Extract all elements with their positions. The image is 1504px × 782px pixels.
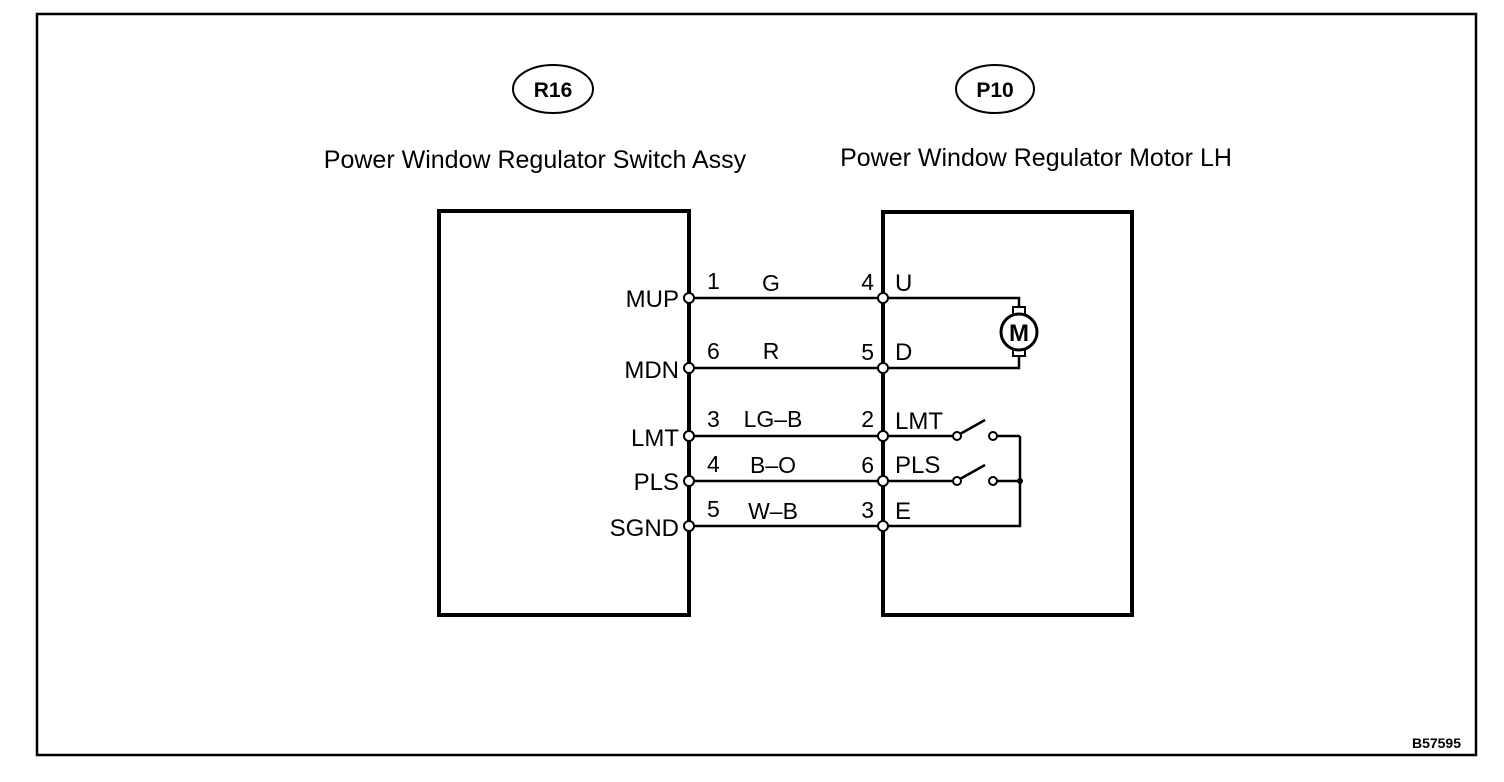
figure-code: B57595: [1412, 735, 1461, 751]
ground-return: [883, 436, 1023, 528]
terminals-right: [877, 292, 889, 532]
pin-name-lmt: LMT: [631, 425, 679, 452]
pin-name-mup: MUP: [626, 286, 679, 313]
wire-color: W–B: [748, 498, 798, 524]
motor-label: M: [1009, 320, 1029, 347]
pin-number: 5: [707, 496, 720, 522]
connector-id-left: R16: [534, 79, 573, 102]
pulse-switch: [883, 463, 1020, 486]
motor-box: [881, 210, 1134, 617]
wire-colors: G R LG–B B–O W–B: [744, 270, 803, 524]
diagram-frame: [35, 12, 1478, 757]
harness-wires: [689, 296, 883, 528]
pin-number: 4: [707, 451, 720, 477]
pin-number: 3: [861, 497, 874, 523]
pin-name-mdn: MDN: [624, 357, 679, 384]
limit-switch: [883, 418, 1020, 441]
pin-number: 3: [707, 406, 720, 432]
wire-color: G: [762, 270, 780, 296]
right-pin-numbers: 4 5 2 6 3: [861, 269, 874, 523]
pin-name-d: D: [895, 339, 912, 366]
connector-badge-right: P10: [955, 64, 1035, 114]
connector-badge-left: R16: [512, 64, 594, 114]
terminals-left: [683, 292, 695, 532]
pin-number: 4: [861, 269, 874, 295]
motor-internal-wiring: M: [883, 296, 1039, 370]
component-title-left: Power Window Regulator Switch Assy: [324, 146, 747, 174]
wire-color: B–O: [750, 452, 796, 478]
pin-name-e: E: [895, 498, 911, 525]
pin-name-sgnd: SGND: [610, 515, 679, 542]
pin-number: 1: [707, 268, 720, 294]
pin-number: 2: [861, 406, 874, 432]
pin-name-pls: PLS: [634, 469, 679, 496]
pin-name-lmt: LMT: [895, 408, 943, 435]
pin-number: 6: [707, 338, 720, 364]
wire-color: LG–B: [744, 406, 803, 432]
wire-color: R: [763, 338, 780, 364]
pin-name-pls: PLS: [895, 452, 940, 479]
pin-number: 5: [861, 339, 874, 365]
right-pin-names: U D LMT PLS E: [895, 270, 943, 525]
left-pin-names: MUP MDN LMT PLS SGND: [610, 286, 680, 542]
pin-name-u: U: [895, 270, 912, 297]
component-title-right: Power Window Regulator Motor LH: [840, 144, 1232, 172]
pin-number: 6: [861, 452, 874, 478]
switch-assy-box: [437, 209, 691, 617]
motor-symbol: M: [999, 312, 1039, 352]
connector-id-right: P10: [976, 79, 1013, 102]
left-pin-numbers: 1 6 3 4 5: [707, 268, 720, 522]
